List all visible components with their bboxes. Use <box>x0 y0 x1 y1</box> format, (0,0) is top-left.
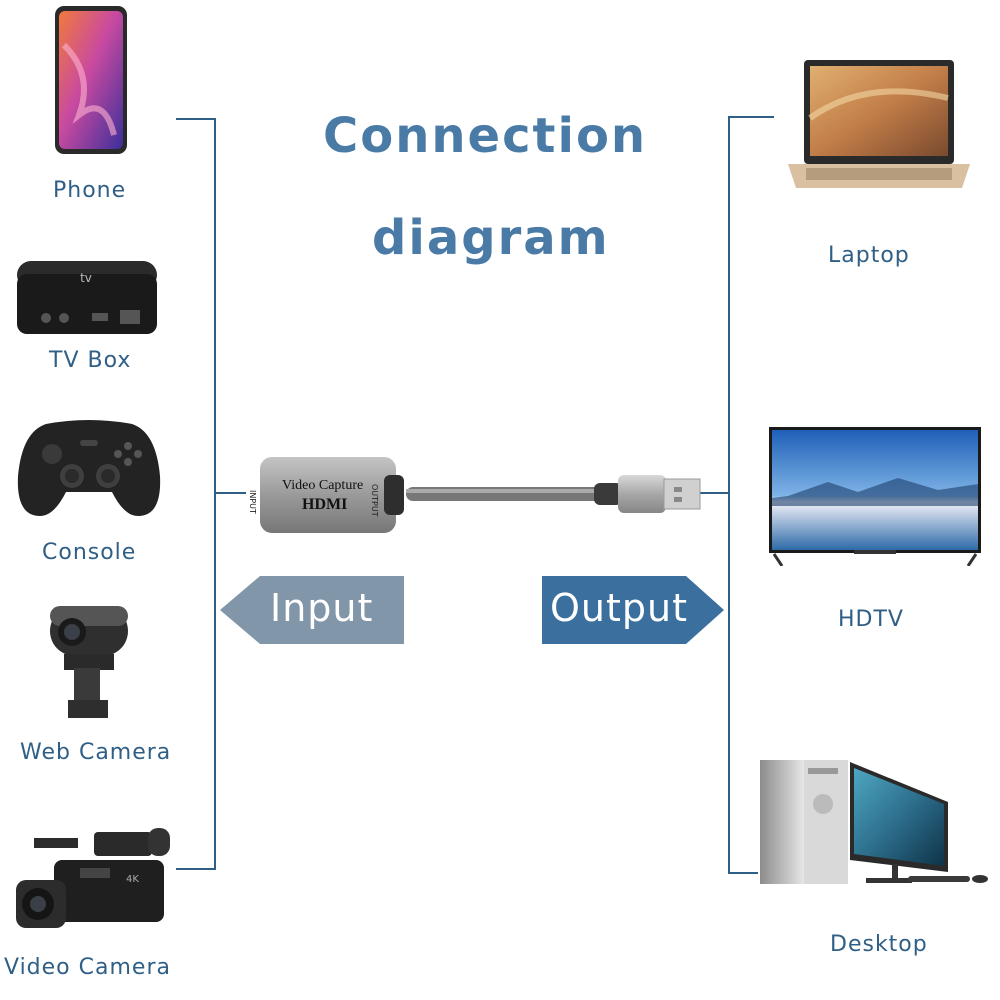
game-console-icon <box>16 416 162 522</box>
hdtv-icon <box>768 426 982 567</box>
device-output-port-label: OUTPUT <box>370 484 379 517</box>
diagram-title-line1: Connection <box>323 108 648 164</box>
output-bracket-bottom <box>728 872 758 874</box>
svg-text:4K: 4K <box>126 874 139 885</box>
input-label-console: Console <box>42 540 137 565</box>
desktop-icon <box>758 754 994 888</box>
device-title-text: Video Capture <box>282 478 364 493</box>
input-connector-line <box>216 492 246 494</box>
input-bracket-top <box>176 118 216 120</box>
output-bracket-vertical <box>728 116 730 874</box>
output-connector-line <box>700 492 728 494</box>
hdmi-capture-device <box>258 455 704 535</box>
input-label-video-camera: Video Camera <box>4 955 171 980</box>
device-input-port-label: INPUT <box>248 490 257 514</box>
output-label-hdtv: HDTV <box>838 607 904 632</box>
input-arrow-shape <box>220 576 404 644</box>
input-arrow-label: Input <box>270 586 374 630</box>
phone-icon <box>54 5 128 155</box>
input-bracket-bottom <box>176 868 216 870</box>
input-label-tv-box: TV Box <box>49 348 132 373</box>
svg-text:tv: tv <box>80 271 92 285</box>
web-camera-icon <box>44 604 134 720</box>
video-camera-icon: 4K <box>14 824 176 942</box>
tv-box-icon: tv <box>16 260 158 336</box>
input-bracket-vertical <box>214 118 216 870</box>
laptop-icon <box>786 58 972 192</box>
input-label-web-camera: Web Camera <box>20 740 172 765</box>
device-hdmi-text: HDMI <box>302 496 348 513</box>
diagram-title-line2: diagram <box>372 210 610 266</box>
output-label-desktop: Desktop <box>830 932 928 957</box>
output-arrow-label: Output <box>550 586 688 630</box>
output-bracket-top <box>728 116 774 118</box>
output-arrow-shape <box>542 576 724 644</box>
input-label-phone: Phone <box>53 178 127 203</box>
output-label-laptop: Laptop <box>828 243 910 268</box>
